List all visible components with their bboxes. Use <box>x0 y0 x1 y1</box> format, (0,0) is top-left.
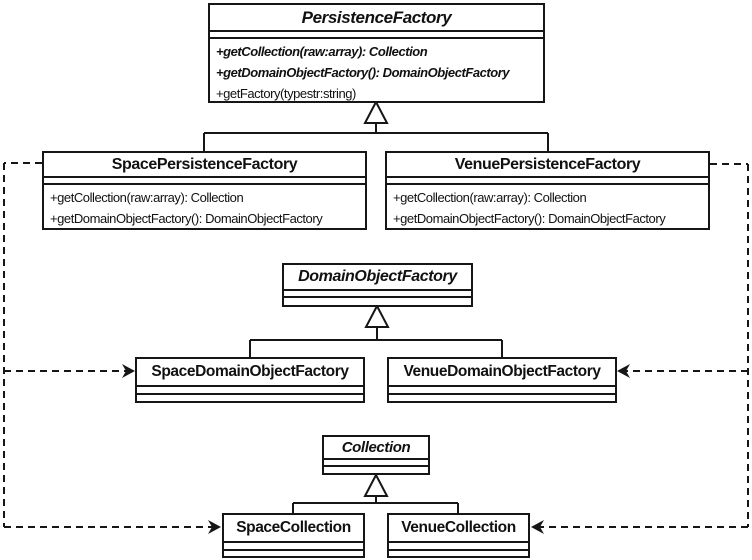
attributes-compartment-empty <box>284 291 471 298</box>
attributes-compartment-empty <box>224 543 363 551</box>
attributes-compartment-empty <box>44 178 365 185</box>
arrowhead-icon <box>208 520 221 534</box>
method-get-collection: +getCollection(raw:array): Collection <box>50 190 244 205</box>
methods-compartment: +getCollection(raw:array): Collection +g… <box>44 185 365 229</box>
method-get-domain-object-factory: +getDomainObjectFactory(): DomainObjectF… <box>216 65 510 80</box>
class-name: PersistenceFactory <box>210 5 543 32</box>
class-name: Collection <box>324 437 428 460</box>
arrowhead-icon <box>617 364 630 378</box>
generalization-persistence-factory <box>203 99 549 151</box>
hollow-triangle-icon <box>364 303 390 328</box>
class-name: SpaceDomainObjectFactory <box>137 359 363 387</box>
class-name: SpacePersistenceFactory <box>44 153 365 178</box>
arrowhead-icon <box>531 520 544 534</box>
class-name: SpaceCollection <box>224 515 363 543</box>
attributes-compartment-empty <box>210 32 543 39</box>
hollow-triangle-icon <box>363 472 389 497</box>
class-box-space-collection: SpaceCollection <box>222 513 365 558</box>
attributes-compartment-empty <box>389 387 615 395</box>
class-box-persistence-factory: PersistenceFactory +getCollection(raw:ar… <box>208 3 545 103</box>
dependency-arrowheads-right <box>531 364 630 534</box>
methods-compartment: +getCollection(raw:array): Collection +g… <box>387 185 708 229</box>
class-name: VenueDomainObjectFactory <box>389 359 615 387</box>
class-box-venue-collection: VenueCollection <box>387 513 530 558</box>
method-get-domain-object-factory: +getDomainObjectFactory(): DomainObjectF… <box>393 211 666 226</box>
class-box-venue-persistence-factory: VenuePersistenceFactory +getCollection(r… <box>385 151 710 230</box>
attributes-compartment-empty <box>387 178 708 185</box>
class-box-collection: Collection <box>322 435 430 475</box>
dependency-space-trunk <box>3 162 212 528</box>
generalization-collection <box>292 472 459 513</box>
class-box-space-domain-object-factory: SpaceDomainObjectFactory <box>135 357 365 403</box>
dependency-arrowheads-left <box>122 364 221 534</box>
class-box-domain-object-factory: DomainObjectFactory <box>282 263 473 307</box>
arrowhead-icon <box>122 364 135 378</box>
method-get-domain-object-factory: +getDomainObjectFactory(): DomainObjectF… <box>50 211 323 226</box>
method-get-collection: +getCollection(raw:array): Collection <box>216 44 428 59</box>
class-box-venue-domain-object-factory: VenueDomainObjectFactory <box>387 357 617 403</box>
generalization-domain-object-factory <box>249 303 503 357</box>
class-name: VenuePersistenceFactory <box>387 153 708 178</box>
methods-compartment: +getCollection(raw:array): Collection +g… <box>210 39 543 104</box>
class-name: DomainObjectFactory <box>284 265 471 291</box>
dependency-venue-trunk <box>540 163 749 528</box>
attributes-compartment-empty <box>137 387 363 395</box>
attributes-compartment-empty <box>324 460 428 467</box>
method-get-collection: +getCollection(raw:array): Collection <box>393 190 587 205</box>
method-get-factory: +getFactory(typestr:string) <box>216 86 356 101</box>
hollow-triangle-icon <box>363 99 389 124</box>
class-box-space-persistence-factory: SpacePersistenceFactory +getCollection(r… <box>42 151 367 230</box>
attributes-compartment-empty <box>389 543 528 551</box>
class-name: VenueCollection <box>389 515 528 543</box>
